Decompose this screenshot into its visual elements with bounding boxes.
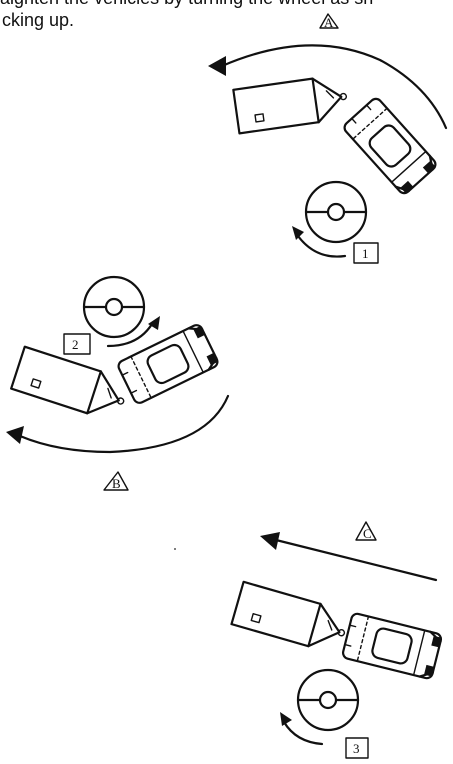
step-2-label: 2 bbox=[63, 333, 91, 355]
svg-text:1: 1 bbox=[362, 246, 369, 261]
straight-path-arrow bbox=[260, 532, 438, 582]
car-icon bbox=[341, 95, 439, 197]
trailer-icon bbox=[230, 580, 352, 656]
middle-path-arc bbox=[6, 394, 230, 454]
svg-text:3: 3 bbox=[353, 741, 360, 756]
label-a: A bbox=[319, 13, 339, 30]
car-icon bbox=[340, 611, 444, 681]
svg-text:B: B bbox=[112, 476, 121, 491]
trailer-icon bbox=[232, 73, 351, 135]
svg-text:A: A bbox=[324, 15, 334, 30]
trailer-icon bbox=[10, 345, 132, 424]
steering-wheel-icon bbox=[304, 180, 368, 244]
svg-text:C: C bbox=[363, 526, 372, 541]
label-b: B bbox=[103, 471, 129, 491]
instruction-text: raighten the vehicles by turning the whe… bbox=[0, 0, 453, 50]
top-path-arc bbox=[208, 44, 448, 130]
step-1-label: 1 bbox=[353, 242, 379, 264]
arrow-head-icon bbox=[260, 532, 280, 550]
instruction-line-2: cking up. bbox=[2, 10, 75, 30]
turn-arrow-icon bbox=[292, 226, 347, 258]
label-c: C bbox=[355, 521, 377, 541]
svg-text:2: 2 bbox=[72, 337, 79, 352]
turn-arrow-icon bbox=[106, 316, 160, 348]
steering-wheel-icon bbox=[296, 668, 360, 732]
instruction-line-1: raighten the vehicles by turning the whe… bbox=[0, 0, 373, 8]
step-3-label: 3 bbox=[345, 737, 369, 759]
stray-dot bbox=[174, 548, 176, 550]
car-icon bbox=[115, 322, 221, 406]
arrow-head-icon bbox=[208, 56, 226, 76]
steering-wheel-icon bbox=[82, 275, 146, 339]
arrow-head-icon bbox=[6, 426, 24, 444]
turn-arrow-icon bbox=[280, 712, 324, 746]
